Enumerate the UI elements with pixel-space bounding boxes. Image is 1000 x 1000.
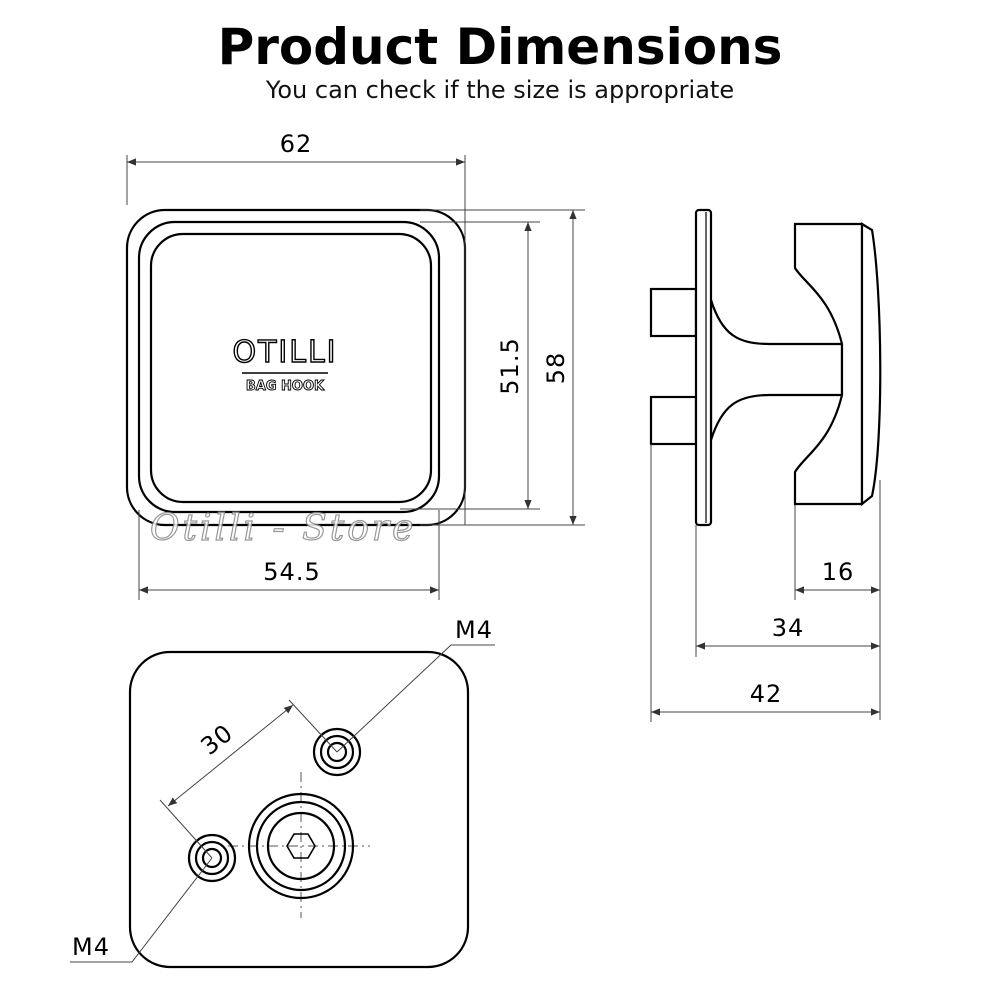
watermark: Otilli - Store: [150, 508, 416, 549]
back-view: 30 M4 M4: [70, 616, 495, 969]
dimension-line-30: [167, 704, 294, 807]
dim-label-54-5: 54.5: [263, 558, 320, 586]
hook-cap: [860, 222, 882, 507]
extension-line: [159, 799, 213, 859]
screw-hole-bottom: [187, 833, 237, 883]
product-label: BAG HOOK: [246, 379, 325, 394]
stud-top: [649, 287, 698, 338]
side-view: 16 34 42: [649, 208, 882, 722]
dim-label-51-5: 51.5: [496, 337, 524, 394]
thread-label-top: M4: [455, 616, 493, 644]
thread-label-bottom: M4: [72, 933, 110, 961]
front-view: OTILLI BAG HOOK Otilli - Store 62 54.5 5…: [125, 130, 585, 600]
dim-label-58: 58: [542, 352, 570, 385]
central-boss-outer: [247, 792, 355, 900]
page-subtitle: You can check if the size is appropriate: [265, 76, 735, 104]
front-inner-face: [149, 232, 433, 504]
stud-bottom: [649, 395, 698, 446]
central-boss-inner: [266, 811, 336, 881]
page-title: Product Dimensions: [217, 18, 783, 76]
base-plate: [694, 208, 713, 527]
hook-arm: [793, 222, 864, 506]
brand-logo: OTILLI: [232, 335, 337, 370]
leader-line-bottom: [70, 857, 213, 963]
central-boss-ring: [255, 800, 347, 892]
dim-label-42: 42: [750, 680, 783, 708]
screw-hole-top: [312, 727, 362, 777]
extension-line: [288, 699, 338, 753]
dim-label-62: 62: [280, 130, 313, 158]
hook-body: [709, 299, 844, 441]
leader-line-top: [336, 644, 495, 753]
dim-label-34: 34: [772, 614, 805, 642]
dim-label-16: 16: [822, 558, 855, 586]
hex-socket-icon: [286, 833, 316, 859]
front-mid-rim: [137, 220, 441, 514]
back-plate: [128, 650, 470, 969]
